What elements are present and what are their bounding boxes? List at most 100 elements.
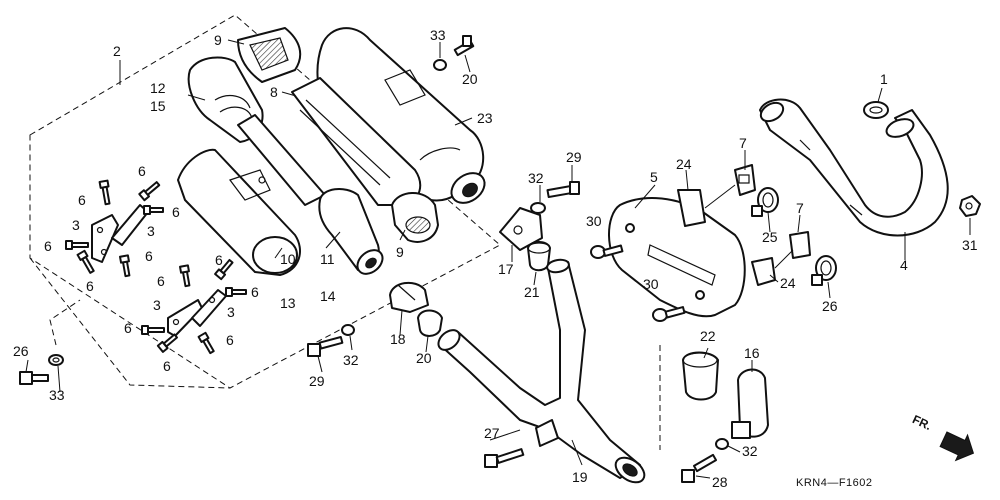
callout-label: 22 — [700, 328, 716, 344]
callout-label: 9 — [396, 244, 404, 260]
bracket-set-upper — [91, 204, 149, 263]
callout-label: 29 — [566, 149, 582, 165]
callout-label: 33 — [49, 387, 65, 403]
callout-label: 14 — [320, 288, 336, 304]
exhaust-pipe-4 — [759, 98, 949, 237]
callout-label: 7 — [739, 135, 747, 151]
callout-label: 1 — [880, 71, 888, 87]
callout-label: 19 — [572, 469, 588, 485]
callout-label: 16 — [744, 345, 760, 361]
bolt-28 — [681, 453, 718, 483]
clamp-25 — [751, 187, 779, 217]
callout-label: 4 — [900, 257, 908, 273]
heat-shield-5 — [608, 197, 746, 318]
callout-label: 6 — [44, 238, 52, 254]
diagram-code: KRN4—F1602 — [796, 477, 873, 489]
gasket-1 — [863, 101, 889, 119]
callout-label: 7 — [796, 200, 804, 216]
callout-label: 6 — [226, 332, 234, 348]
collar-7-upper — [734, 164, 756, 196]
clamp-26-right — [811, 255, 837, 286]
callout-label: 29 — [309, 373, 325, 389]
callout-label: 32 — [343, 352, 359, 368]
leader-stay-collar-lower — [774, 249, 794, 269]
direction-label: FR. — [910, 412, 933, 433]
gasket-22 — [682, 351, 719, 401]
callout-label: 13 — [280, 295, 296, 311]
callout-label: 10 — [280, 251, 296, 267]
tail-pipe-11-14 — [237, 114, 384, 275]
bolt-29-washer-32-middle — [307, 324, 355, 357]
callout-label: 6 — [215, 252, 223, 268]
stay-24-upper — [677, 189, 706, 227]
callout-label: 6 — [145, 248, 153, 264]
end-cap-9-lower — [391, 192, 439, 243]
callout-label: 6 — [86, 278, 94, 294]
callout-label: 11 — [320, 251, 335, 267]
band-18 — [389, 281, 429, 313]
callout-label: 6 — [78, 192, 86, 208]
bolt-leader-dashed — [49, 299, 81, 346]
stay-24-lower — [751, 257, 776, 286]
callout-label: 26 — [822, 298, 838, 314]
end-cap-9-top — [237, 27, 302, 83]
callout-label: 17 — [498, 261, 514, 277]
bracket-group-boundary — [29, 257, 231, 389]
muffler-group-boundary — [29, 14, 501, 389]
muffler-body-10-13 — [177, 148, 301, 276]
callout-label: 2 — [113, 43, 121, 59]
leader-lines — [25, 39, 971, 479]
callout-label: 15 — [150, 98, 166, 114]
bolt-26-washer-33-left — [19, 354, 64, 385]
callout-label: 24 — [676, 156, 692, 172]
callout-label: 5 — [650, 169, 658, 185]
callout-label: 3 — [72, 217, 80, 233]
callout-labels: 1 2 3 3 3 3 4 5 6 6 6 6 6 6 6 6 6 6 6 6 … — [13, 27, 978, 490]
callout-label: 26 — [13, 343, 29, 359]
callout-label: 20 — [462, 71, 478, 87]
nut-31 — [959, 195, 981, 217]
callout-label: 6 — [163, 358, 171, 374]
callout-label: 6 — [172, 204, 180, 220]
callout-label: 24 — [780, 275, 796, 291]
callout-label: 6 — [251, 284, 259, 300]
bracket-set-lower — [167, 289, 227, 337]
callout-label: 33 — [430, 27, 446, 43]
band-16 — [731, 368, 769, 439]
forward-direction-arrow — [939, 431, 975, 462]
bolt-set — [65, 179, 247, 355]
callout-label: 30 — [586, 213, 602, 229]
callout-label: 25 — [762, 229, 778, 245]
callout-label: 3 — [153, 297, 161, 313]
callout-label: 3 — [227, 304, 235, 320]
callout-label: 20 — [416, 350, 432, 366]
callout-label: 8 — [270, 84, 278, 100]
callout-label: 12 — [150, 80, 166, 96]
callout-label: 32 — [742, 443, 758, 459]
callout-label: 28 — [712, 474, 728, 490]
bolt-20-washer-33-top — [433, 35, 475, 71]
leader-stay-collar-upper — [704, 184, 736, 209]
callout-label: 3 — [147, 223, 155, 239]
washer-32-lower — [715, 438, 729, 450]
callout-label: 6 — [124, 320, 132, 336]
callout-label: 21 — [524, 284, 540, 300]
callout-label: 30 — [643, 276, 659, 292]
bolt-30-upper — [590, 244, 624, 259]
callout-label: 27 — [484, 425, 500, 441]
callout-label: 6 — [157, 273, 165, 289]
joint-pipe-19 — [437, 258, 646, 484]
callout-label: 32 — [528, 170, 544, 186]
callout-label: 6 — [138, 163, 146, 179]
callout-label: 31 — [962, 237, 978, 253]
bolt-30-lower — [652, 306, 686, 322]
bolt-27 — [484, 448, 525, 468]
gasket-20-middle — [417, 309, 443, 337]
muffler-23 — [316, 27, 486, 204]
callout-label: 18 — [390, 331, 406, 347]
stay-17 — [499, 181, 580, 251]
callout-label: 9 — [214, 32, 222, 48]
callout-label: 23 — [477, 110, 493, 126]
